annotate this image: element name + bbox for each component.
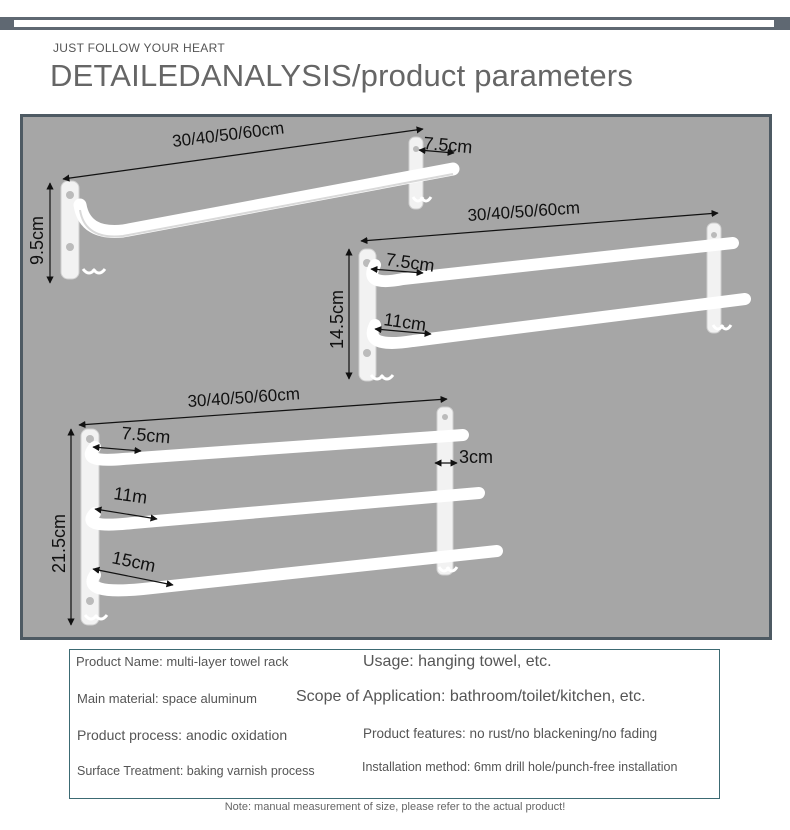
- top-frame-inner: [14, 20, 774, 27]
- rack3-depth3-label: 15cm: [110, 547, 157, 576]
- parameters-table: Product Name: multi-layer towel rack Usa…: [69, 649, 720, 799]
- param-installation: Installation method: 6mm drill hole/punc…: [362, 760, 678, 774]
- param-main-material: Main material: space aluminum: [77, 691, 257, 706]
- param-features: Product features: no rust/no blackening/…: [363, 726, 658, 741]
- rack3-bar-middle: [85, 487, 485, 531]
- rack2-height-label: 14.5cm: [327, 290, 347, 349]
- rack-drawing: 30/40/50/60cm 7.5cm 9.5cm 30/40/50/60cm …: [27, 118, 751, 626]
- rack1-length-label: 30/40/50/60cm: [171, 118, 285, 151]
- rack3-depth2-label: 11m: [112, 483, 148, 507]
- param-surface-treatment: Surface Treatment: baking varnish proces…: [77, 764, 315, 778]
- rack1-height-label: 9.5cm: [27, 216, 47, 265]
- measurement-note: Note: manual measurement of size, please…: [224, 801, 566, 813]
- tagline: JUST FOLLOW YOUR HEART: [53, 41, 225, 55]
- rack-double: [358, 222, 751, 382]
- param-process: Product process: anodic oxidation: [77, 727, 288, 743]
- param-product-name: Product Name: multi-layer towel rack: [76, 654, 289, 669]
- page-title: DETAILEDANALYSIS/product parameters: [50, 58, 634, 93]
- param-usage: Usage: hanging towel, etc.: [363, 653, 552, 670]
- rack1-depth-label: 7.5cm: [423, 133, 474, 157]
- rack1-bar: [73, 162, 460, 238]
- rack2-depth1-label: 7.5cm: [384, 249, 435, 276]
- rack3-spacing-label: 3cm: [459, 447, 493, 467]
- rack2-length-label: 30/40/50/60cm: [467, 198, 581, 225]
- param-scope: Scope of Application: bathroom/toilet/ki…: [296, 688, 646, 705]
- rack3-depth1-label: 7.5cm: [121, 423, 172, 447]
- rack-single: [60, 136, 460, 280]
- product-dimension-image: 30/40/50/60cm 7.5cm 9.5cm 30/40/50/60cm …: [20, 114, 772, 640]
- rack2-bar-bottom: [366, 293, 751, 349]
- rack2-depth2-label: 11cm: [382, 309, 427, 335]
- rack3-height-label: 21.5cm: [49, 514, 69, 573]
- rack3-length-label: 30/40/50/60cm: [187, 384, 301, 411]
- top-frame-bar: [0, 17, 790, 30]
